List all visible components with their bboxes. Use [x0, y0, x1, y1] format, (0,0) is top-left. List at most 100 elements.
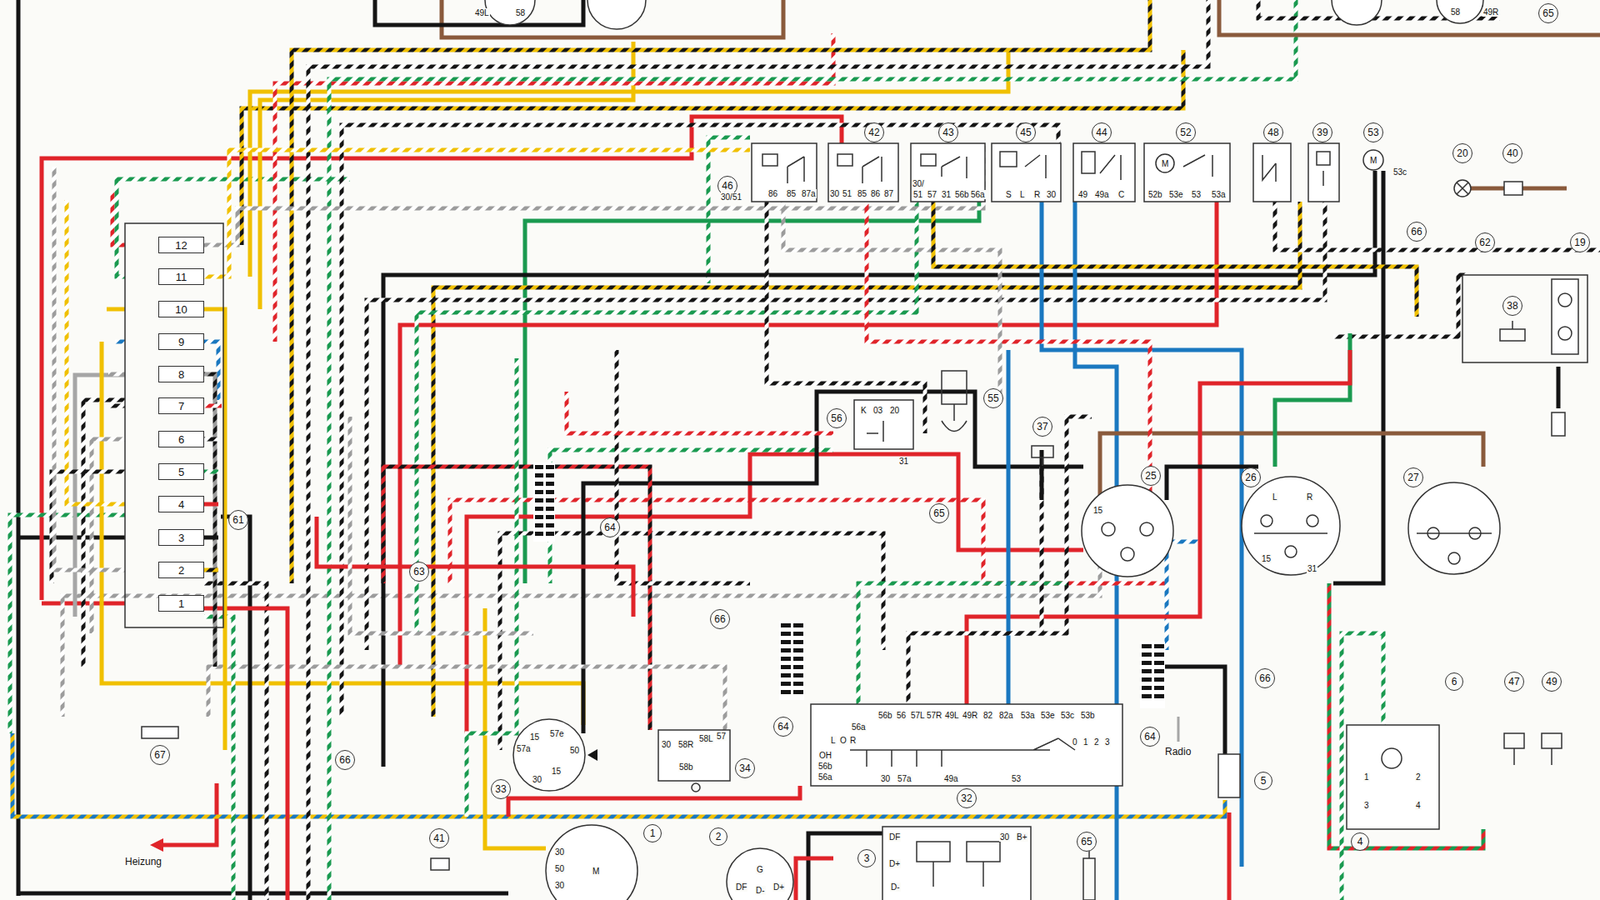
component-symbols-part — [1456, 182, 1469, 195]
fuse-box: 2 — [158, 561, 205, 579]
callout-number: 47 — [1504, 671, 1525, 692]
component-symbols-part — [779, 620, 805, 700]
pin-name: L — [1019, 190, 1026, 200]
callout-number: 55 — [983, 388, 1004, 409]
pin-name: 57 — [715, 731, 727, 741]
pin-name: 53e — [1168, 190, 1185, 200]
pin-name: 30 — [554, 880, 565, 890]
wire-harness-part — [1333, 275, 1467, 337]
component-symbols-part — [828, 143, 899, 202]
callout-number: 56 — [826, 408, 847, 429]
pin-name: OH — [818, 750, 833, 760]
callout-number: 33 — [490, 779, 511, 800]
wire-harness-part — [204, 568, 219, 573]
component-symbols-part — [854, 400, 914, 450]
component-symbols-part — [1558, 326, 1572, 340]
callout-number: 52 — [1175, 122, 1196, 143]
wire-harness-part — [783, 201, 1000, 400]
component-symbols-part — [658, 730, 730, 781]
callout-number: 27 — [1403, 467, 1424, 488]
callout-number: 62 — [1475, 232, 1495, 253]
callout-number: 32 — [956, 788, 977, 809]
wire-harness-part — [400, 201, 1217, 667]
pin-name: 56 — [895, 710, 907, 720]
callout-number: 66 — [710, 609, 730, 630]
component-symbols-part — [1140, 522, 1154, 536]
pin-name: 58 — [1450, 7, 1461, 17]
pin-name: 1 — [1082, 737, 1090, 747]
wire-harness-part — [808, 833, 883, 900]
pin-name: D- — [890, 882, 901, 892]
wire-harness-part — [350, 416, 534, 634]
pin-name: 30 — [531, 775, 543, 785]
component-symbols-part — [1504, 733, 1562, 765]
pin-name: M — [1369, 155, 1378, 165]
pin-name: 51 — [912, 190, 924, 200]
fuse-number: 12 — [175, 239, 187, 252]
component-symbols-part — [1000, 151, 1046, 179]
wire-harness-part — [18, 535, 125, 540]
wire-harness-part — [115, 340, 125, 345]
component-symbols-part — [1241, 476, 1340, 575]
fuse-box: 7 — [158, 397, 205, 415]
wire-harness-part — [1333, 170, 1384, 584]
wire-harness-part — [54, 166, 125, 570]
wire-harness-part — [204, 437, 219, 442]
wire-harness-part — [858, 583, 1067, 717]
component-symbols-part — [1183, 155, 1213, 177]
wire-harness-part — [308, 0, 1209, 900]
pin-name: D+ — [772, 882, 785, 892]
wire-harness-part — [291, 0, 1150, 584]
pin-name: 52b — [1147, 190, 1164, 200]
pin-name: 3 — [1363, 800, 1370, 810]
wire-harness-part — [566, 391, 834, 434]
wire-harness-part — [204, 374, 215, 667]
pin-name: DF — [888, 832, 901, 842]
pin-name: 53 — [1010, 774, 1022, 784]
component-symbols-part — [1155, 154, 1175, 173]
pin-name: 56a — [850, 722, 867, 732]
pin-name: 57R — [925, 710, 943, 720]
pin-name: 15 — [529, 732, 540, 742]
callout-number: 66 — [1255, 668, 1275, 689]
component-symbols-part — [1120, 547, 1135, 561]
fuse-number: 9 — [178, 335, 185, 349]
wire-harness-part — [204, 535, 219, 540]
pin-name: 15 — [1260, 554, 1272, 564]
fuse-box: 11 — [158, 268, 205, 285]
component-symbols-part — [850, 738, 1075, 767]
callout-number: 42 — [864, 122, 885, 143]
pin-name: 1 — [1363, 772, 1370, 782]
pin-name: R — [849, 735, 857, 745]
component-symbols-part — [513, 719, 585, 791]
pin-name: 49 — [1077, 190, 1089, 200]
callout-number: 49 — [1541, 671, 1562, 692]
pin-name: 58 — [515, 8, 526, 18]
fuse-number: 1 — [178, 597, 185, 610]
component-symbols-part — [1462, 275, 1588, 363]
callout-number: 39 — [1312, 122, 1333, 143]
pin-name: 15 — [550, 766, 562, 776]
fuse-box: 9 — [158, 333, 205, 350]
callout-number: 25 — [1140, 465, 1161, 486]
callout-number: 6 — [1445, 672, 1464, 691]
wire-harness-part — [383, 170, 1375, 767]
component-symbols-part — [1454, 180, 1471, 197]
pin-name: L — [1271, 492, 1279, 502]
wire-harness-part — [1556, 366, 1561, 409]
wire-harness-part — [433, 201, 1300, 717]
callout-number: 37 — [1032, 416, 1053, 437]
component-symbols-part — [1031, 445, 1054, 466]
pin-name: D+ — [888, 859, 901, 869]
pin-name: 53b — [1080, 710, 1096, 720]
callout-number: 2 — [709, 827, 728, 846]
wire-harness — [10, 0, 1600, 900]
pin-name: 57a — [515, 744, 532, 754]
component-symbols-part — [751, 143, 817, 202]
component-symbols-part — [1504, 181, 1523, 195]
pin-name: 56a — [970, 190, 986, 200]
wire-harness-part — [204, 502, 219, 507]
fuse-number: 5 — [178, 465, 185, 479]
pin-name: R — [1033, 190, 1041, 200]
